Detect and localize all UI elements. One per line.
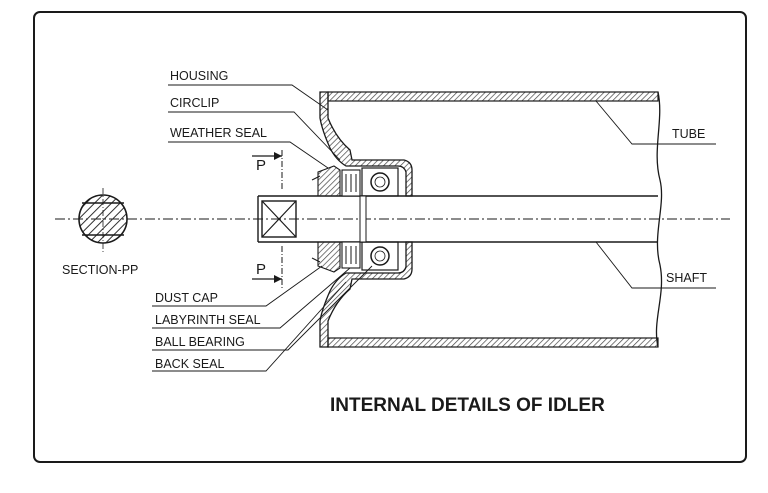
section-pp-view <box>78 188 128 252</box>
drawing-frame <box>33 11 747 463</box>
label-ball-bearing: BALL BEARING <box>155 335 245 349</box>
label-dust-cap: DUST CAP <box>155 291 218 305</box>
ball-bearing <box>361 167 399 271</box>
label-weather-seal: WEATHER SEAL <box>170 126 267 140</box>
label-tube: TUBE <box>672 127 705 141</box>
label-housing: HOUSING <box>170 69 228 83</box>
tube <box>327 91 663 348</box>
label-back-seal: BACK SEAL <box>155 357 225 371</box>
leader-lines-top <box>168 84 341 169</box>
circlip <box>359 195 367 243</box>
leader-lines-right <box>595 100 716 289</box>
label-shaft: SHAFT <box>666 271 707 285</box>
labyrinth-seal <box>341 169 361 269</box>
section-label: SECTION-PP <box>62 263 138 277</box>
section-marker-bottom: P <box>256 261 266 278</box>
section-cut-line <box>252 150 283 290</box>
label-circlip: CIRCLIP <box>170 96 219 110</box>
section-marker-top: P <box>256 157 266 174</box>
shaft-flats-symbol <box>261 200 297 238</box>
diagram-title: INTERNAL DETAILS OF IDLER <box>330 395 605 416</box>
leader-lines-bottom <box>152 265 373 372</box>
dust-cap <box>311 165 341 273</box>
housing <box>319 91 413 348</box>
label-labyrinth-seal: LABYRINTH SEAL <box>155 313 261 327</box>
